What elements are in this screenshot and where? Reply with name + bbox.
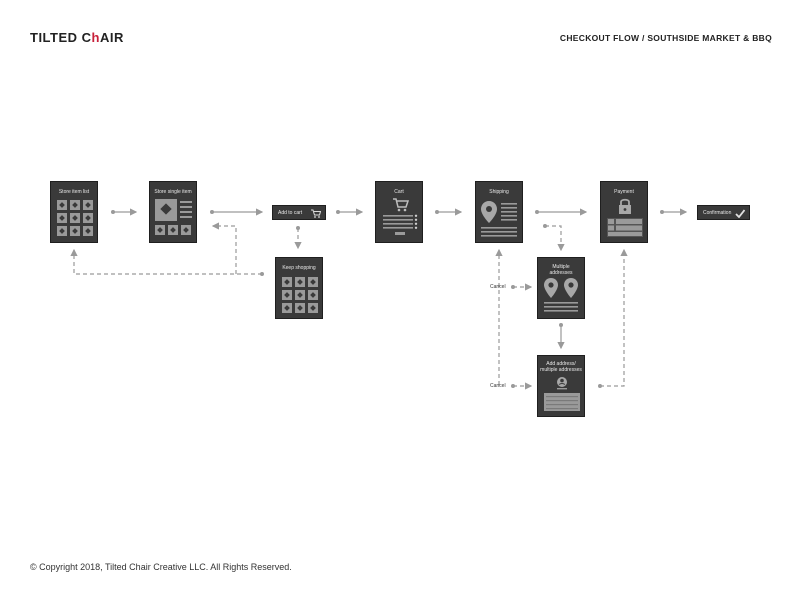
page-title: CHECKOUT FLOW / SOUTHSIDE MARKET & BBQ: [559, 33, 772, 43]
keep-shopping-label: Keep shopping: [282, 265, 316, 271]
add-address-label: Add address/ multiple addresses: [540, 361, 582, 373]
cancel-label-add-address[interactable]: Cancel: [490, 383, 506, 389]
shipping-label: Shipping: [489, 189, 509, 195]
shipping-node[interactable]: Shipping: [475, 181, 523, 243]
user-form-icon: [544, 377, 580, 411]
cart-list-icon: [383, 198, 418, 235]
location-pin-icon: [481, 201, 517, 237]
store-item-list-label: Store item list: [58, 189, 90, 195]
lock-form-icon: [607, 198, 643, 237]
product-detail-icon: [155, 199, 192, 235]
cart-icon: [311, 209, 321, 218]
arrow-shipping-to-multiple: [545, 225, 565, 252]
confirmation-node[interactable]: Confirmation: [697, 205, 750, 220]
confirmation-label: Confirmation: [703, 209, 732, 216]
store-single-item-node[interactable]: Store single item: [149, 181, 197, 243]
payment-label: Payment: [614, 189, 634, 195]
multiple-addresses-node[interactable]: Multiple addresses: [537, 257, 585, 319]
arrow-keepshopping-to-list: [70, 248, 262, 275]
cancel-label-multiple[interactable]: Cancel: [490, 284, 506, 290]
logo-accent: h: [91, 30, 100, 45]
copyright-text: © Copyright 2018, Tilted Chair Creative …: [30, 562, 292, 572]
keep-shopping-node[interactable]: Keep shopping: [275, 257, 323, 319]
location-pins-icon: [544, 278, 578, 312]
add-to-cart-label: Add to cart: [278, 209, 303, 216]
multiple-addresses-label: Multiple addresses: [549, 264, 573, 276]
arrow-keepshopping-to-single: [211, 222, 237, 274]
checkmark-icon: [735, 209, 745, 218]
cart-node[interactable]: Cart: [375, 181, 423, 243]
add-to-cart-node[interactable]: Add to cart: [272, 205, 326, 220]
logo: TILTED ChAIR: [30, 30, 124, 45]
store-item-list-node[interactable]: Store item list: [50, 181, 98, 243]
tag-grid-icon: [57, 200, 93, 236]
logo-prefix: TILTED C: [30, 30, 92, 45]
payment-node[interactable]: Payment: [600, 181, 648, 243]
store-single-item-label: Store single item: [154, 189, 192, 195]
add-address-node[interactable]: Add address/ multiple addresses: [537, 355, 585, 417]
arrow-add-to-payment: [600, 248, 628, 387]
logo-suffix: AIR: [99, 30, 124, 45]
tag-grid-icon: [282, 277, 318, 313]
cart-label: Cart: [394, 189, 404, 195]
